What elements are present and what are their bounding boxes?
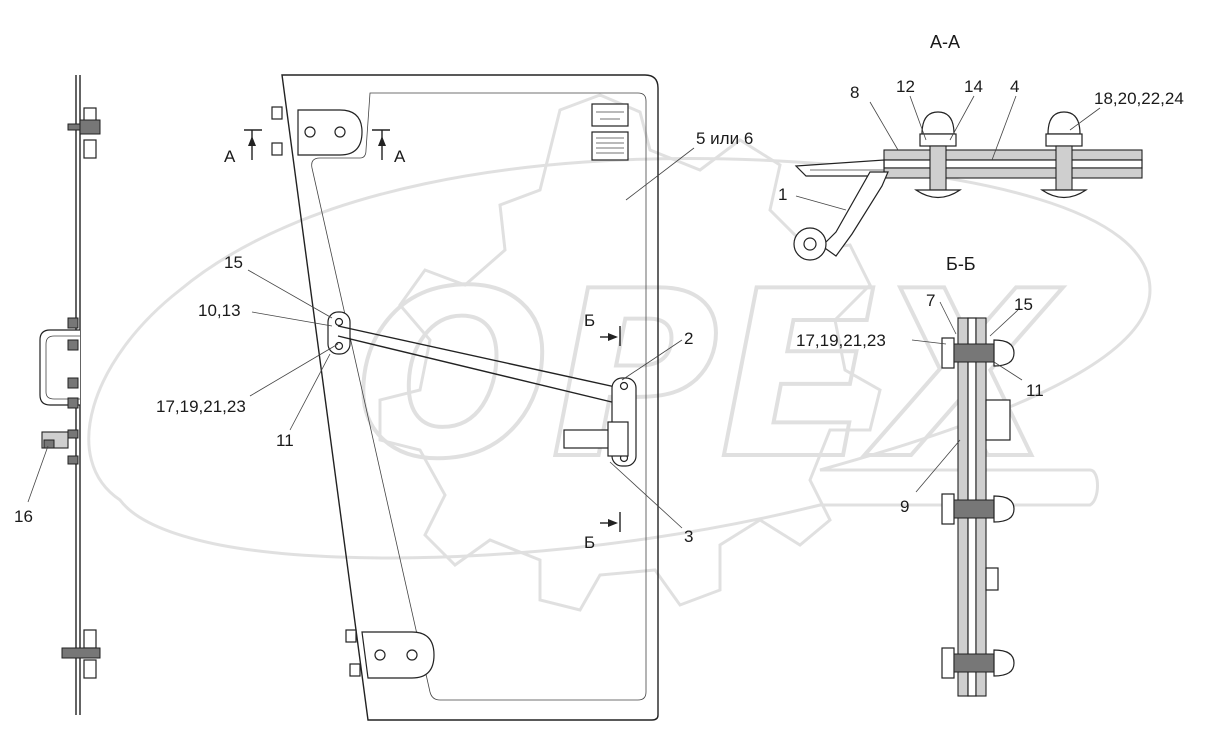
cut-label-b-top: Б bbox=[584, 311, 595, 330]
door-inner-contour bbox=[311, 92, 647, 701]
callout-12: 12 bbox=[896, 77, 915, 96]
aa-bolt-1 bbox=[914, 111, 962, 199]
door-front-view bbox=[271, 74, 659, 721]
watermark-gear bbox=[378, 93, 882, 612]
callout-11-right: 11 bbox=[1026, 381, 1044, 400]
bb-bolt-2 bbox=[941, 493, 1015, 525]
callout-9: 9 bbox=[900, 497, 909, 516]
door-side-view bbox=[39, 75, 101, 715]
callout-18: 18,20,22,24 bbox=[1094, 89, 1184, 108]
leader-lines bbox=[27, 95, 1101, 529]
side-hinge-bottom bbox=[61, 629, 101, 679]
callout-3: 3 bbox=[684, 527, 693, 546]
door-panel bbox=[281, 74, 659, 721]
watermark-swoosh bbox=[87, 157, 1152, 560]
callout-2: 2 bbox=[684, 329, 693, 348]
cut-label-a-right: А bbox=[394, 147, 406, 166]
section-title-a-a: А-А bbox=[930, 32, 960, 52]
side-handle bbox=[39, 317, 80, 409]
callout-10-13: 10,13 bbox=[198, 301, 241, 320]
cut-label-b-bottom: Б bbox=[584, 533, 595, 552]
cut-marks bbox=[244, 129, 621, 532]
callout-14: 14 bbox=[964, 77, 983, 96]
rod-bracket-left bbox=[327, 311, 351, 355]
callout-8: 8 bbox=[850, 83, 859, 102]
instruction-plate bbox=[591, 131, 629, 161]
aa-arm bbox=[793, 171, 889, 261]
callout-15-left: 15 bbox=[224, 253, 243, 272]
callout-7: 7 bbox=[926, 291, 935, 310]
callout-17-right: 17,19,21,23 bbox=[796, 331, 886, 350]
callout-15-right: 15 bbox=[1014, 295, 1033, 314]
callout-labels: 1 2 3 4 5 или 6 7 8 9 10,13 11 11 12 14 … bbox=[14, 77, 1184, 546]
callout-16: 16 bbox=[14, 507, 33, 526]
side-lock bbox=[41, 429, 79, 465]
bottom-hinge bbox=[345, 629, 435, 679]
callout-11-left: 11 bbox=[276, 431, 294, 450]
cut-label-a-left: А bbox=[224, 147, 236, 166]
bb-bolt-1 bbox=[941, 337, 1015, 369]
callout-1: 1 bbox=[778, 185, 787, 204]
section-titles: А-А Б-Б bbox=[930, 32, 976, 274]
aa-bolt-2 bbox=[1040, 111, 1088, 199]
callout-4: 4 bbox=[1010, 77, 1019, 96]
section-a-a bbox=[793, 111, 1143, 261]
top-hinge bbox=[271, 106, 363, 156]
callout-5: 5 или 6 bbox=[696, 129, 753, 148]
watermark-text: OPEX bbox=[355, 243, 1063, 510]
callout-17-left: 17,19,21,23 bbox=[156, 397, 246, 416]
cut-labels: А А Б Б bbox=[224, 147, 595, 552]
handle-bracket bbox=[563, 377, 637, 467]
side-hinge-top bbox=[67, 107, 101, 159]
section-b-b bbox=[941, 317, 1015, 697]
emergency-exit-sign bbox=[591, 103, 629, 127]
section-title-b-b: Б-Б bbox=[946, 254, 976, 274]
bb-bolt-3 bbox=[941, 647, 1015, 679]
watermark: OPEX bbox=[87, 93, 1152, 612]
